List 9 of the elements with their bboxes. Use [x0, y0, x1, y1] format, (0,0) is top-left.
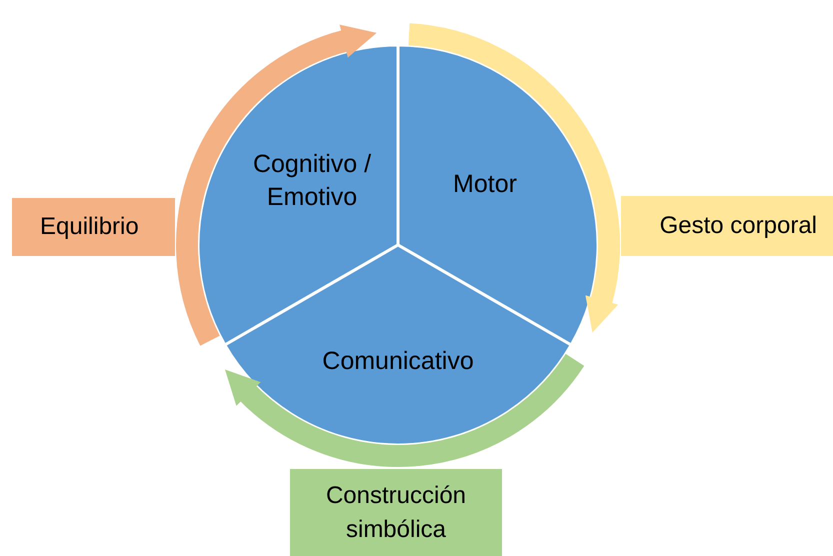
- label-box: Gesto corporal: [621, 196, 833, 256]
- sector-label: Motor: [452, 169, 518, 200]
- label-box: Equilibrio: [12, 198, 175, 256]
- sector-label: Comunicativo: [321, 346, 475, 377]
- sector-label: Cognitivo / Emotivo: [252, 149, 372, 212]
- curved-arrow: [176, 25, 376, 346]
- curved-arrow: [408, 23, 620, 334]
- curved-arrow: [224, 353, 584, 467]
- label-box: Construcción simbólica: [290, 469, 502, 556]
